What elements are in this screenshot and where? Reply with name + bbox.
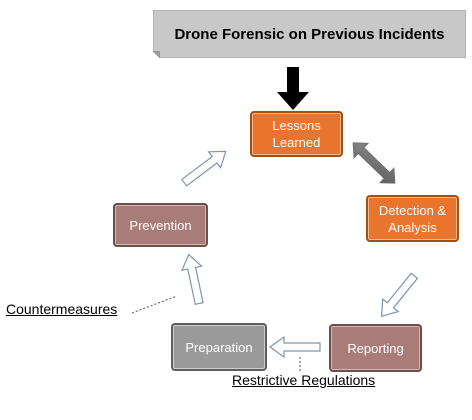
- title-box: Drone Forensic on Previous Incidents: [153, 10, 466, 58]
- arrow-preparation-to-prevention: [180, 253, 204, 305]
- countermeasures-leader: [131, 295, 178, 314]
- arrow-prevention-to-lessons: [180, 150, 227, 187]
- annotation-restrictive-regulations: Restrictive Regulations: [232, 372, 376, 388]
- double-arrow: [352, 142, 396, 184]
- node-preparation: Preparation: [171, 323, 267, 371]
- node-prevention: Prevention: [113, 203, 208, 247]
- node-lessons-learned-label: Lessons Learned: [272, 118, 321, 150]
- arrow-reporting-to-preparation: [268, 335, 321, 359]
- node-reporting: Reporting: [329, 324, 422, 372]
- node-reporting-label: Reporting: [347, 340, 404, 356]
- node-prevention-label: Prevention: [129, 217, 192, 233]
- node-preparation-label: Preparation: [185, 339, 253, 355]
- node-detection-analysis: Detection & Analysis: [366, 195, 459, 242]
- node-lessons-learned: Lessons Learned: [250, 111, 343, 157]
- annotation-countermeasures: Countermeasures: [6, 301, 118, 317]
- title-text: Drone Forensic on Previous Incidents: [174, 25, 445, 43]
- node-detection-analysis-label: Detection & Analysis: [378, 202, 447, 235]
- down-arrow: [277, 67, 309, 110]
- arrow-detection-to-reporting: [380, 272, 419, 318]
- title-shape: [153, 10, 466, 58]
